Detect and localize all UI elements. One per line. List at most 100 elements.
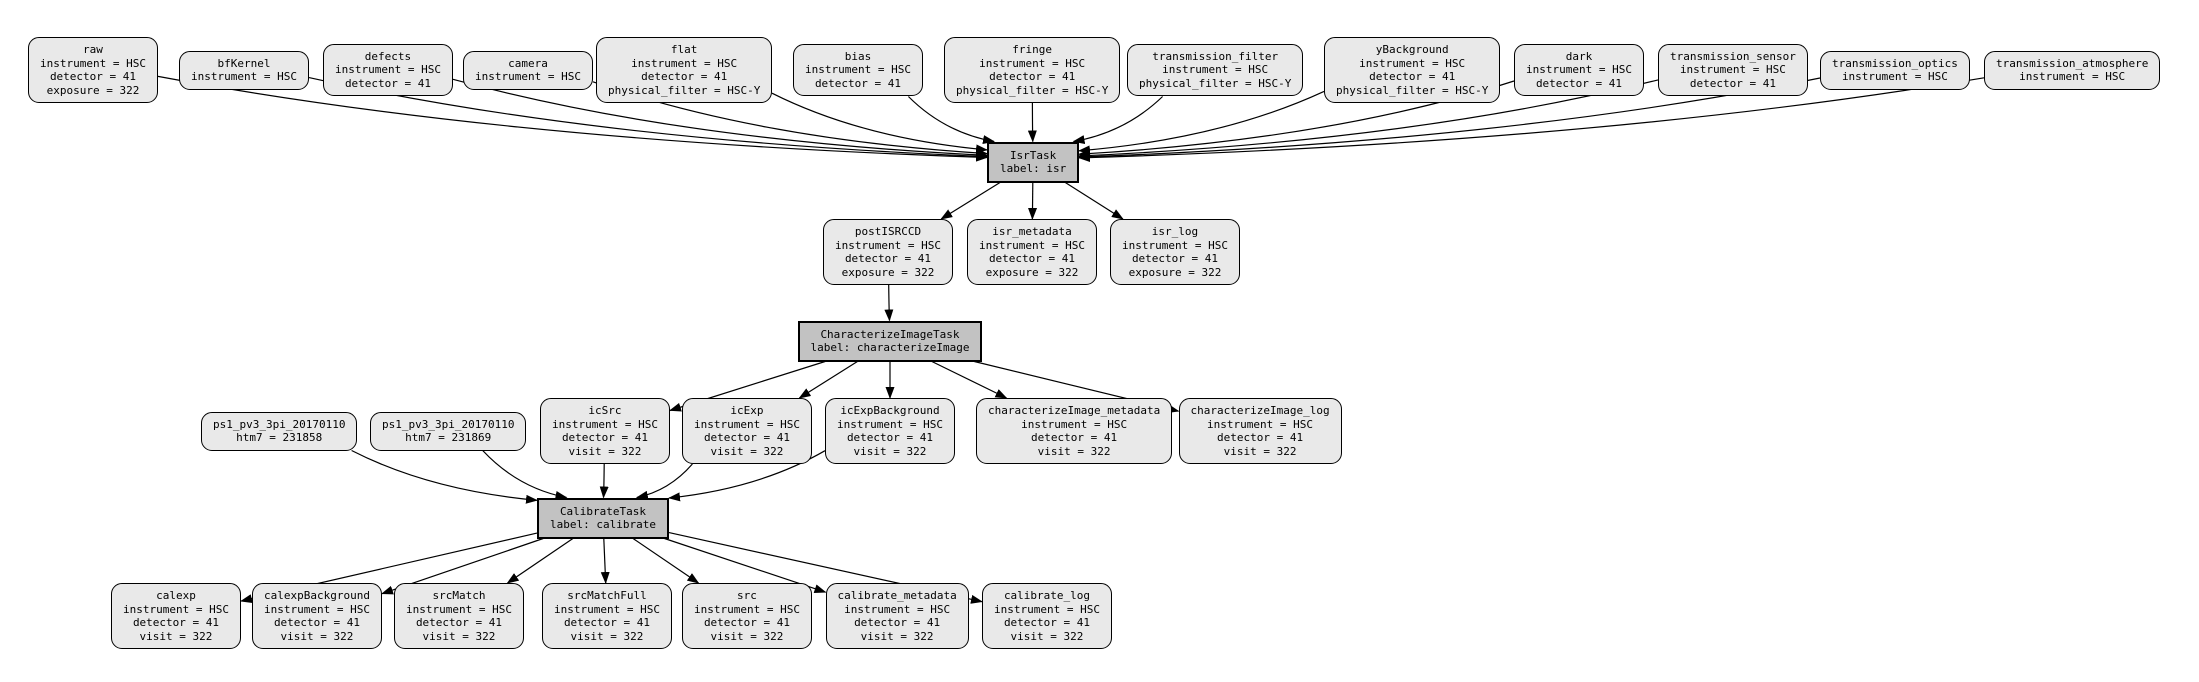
node-dimension: instrument = HSC	[264, 602, 370, 616]
edge-icExp-to-calibrate	[635, 463, 693, 500]
node-dimension: instrument = HSC	[805, 63, 911, 76]
node-dimension: instrument = HSC	[123, 602, 229, 616]
node-dimension: instrument = HSC	[979, 56, 1086, 70]
node-dimension: instrument = HSC	[554, 602, 660, 616]
node-title: flat	[670, 43, 698, 56]
edge-calibrate-to-srcMatchFull	[600, 538, 610, 584]
node-dimension: visit = 322	[570, 629, 644, 643]
edge-ps1_htm7_231858-to-calibrate	[351, 449, 538, 504]
edge-postISRCCD-to-characterizeImage	[884, 284, 894, 322]
node-dimension: instrument = HSC	[694, 602, 800, 616]
node-dimension: visit = 322	[1223, 444, 1297, 458]
edge-transmission_filter-to-isr	[1072, 96, 1164, 145]
node-dimension: exposure = 322	[985, 265, 1079, 279]
node-title: characterizeImage_metadata	[988, 404, 1161, 417]
node-dimension: instrument = HSC	[475, 70, 581, 83]
node-dimension: htm7 = 231858	[236, 431, 323, 444]
node-dimension: instrument = HSC	[994, 602, 1100, 616]
node-dimension: detector = 41	[703, 431, 791, 444]
edge-calibrate-to-src	[632, 538, 700, 584]
node-title: fringe	[1012, 43, 1053, 56]
node-title: defects	[364, 49, 412, 63]
node-dimension: physical_filter = HSC-Y	[1336, 83, 1489, 97]
edge-icSrc-to-calibrate	[599, 463, 609, 499]
node-dimension: instrument = HSC	[1526, 63, 1632, 76]
edge-yBackground-to-isr	[1078, 90, 1325, 155]
node-dimension: instrument = HSC	[552, 417, 658, 431]
node-dimension: instrument = HSC	[191, 70, 297, 83]
node-dimension: detector = 41	[132, 616, 220, 629]
node-dimension: detector = 41	[988, 252, 1076, 265]
node-dimension: detector = 41	[703, 616, 791, 629]
node-dimension: visit = 322	[139, 629, 213, 643]
edge-flat-to-isr	[771, 92, 988, 154]
node-dimension: exposure = 322	[46, 83, 140, 97]
node-dimension: detector = 41	[344, 76, 432, 90]
node-dimension: detector = 41	[1369, 70, 1456, 83]
node-title: src	[737, 589, 757, 602]
node-dimension: label: calibrate	[550, 518, 656, 531]
node-title: CharacterizeImageTask	[820, 327, 960, 341]
node-title: srcMatchFull	[567, 589, 647, 602]
node-title: ps1_pv3_3pi_20170110	[382, 417, 515, 431]
edge-raw-to-isr	[157, 75, 988, 162]
node-dimension: visit = 322	[1037, 444, 1111, 458]
node-dimension: visit = 322	[853, 444, 927, 458]
node-dimension: instrument = HSC	[1122, 238, 1228, 252]
node-title: icExp	[730, 404, 764, 417]
node-title: transmission_filter	[1152, 49, 1279, 63]
node-dimension: label: characterizeImage	[810, 341, 970, 354]
node-dimension: visit = 322	[710, 444, 784, 458]
node-title: calexpBackground	[264, 589, 370, 602]
node-dimension: instrument = HSC	[1162, 63, 1269, 76]
node-title: characterizeImage_log	[1190, 404, 1330, 417]
node-dimension: instrument = HSC	[694, 417, 800, 431]
node-dimension: detector = 41	[1003, 616, 1091, 629]
edge-transmission_atmosphere-to-isr	[1078, 77, 1985, 163]
node-dimension: instrument = HSC	[631, 56, 738, 70]
node-dimension: htm7 = 231869	[405, 431, 492, 444]
node-title: dark	[1565, 49, 1593, 63]
node-dimension: visit = 322	[710, 629, 784, 643]
node-title: calibrate_metadata	[837, 589, 957, 602]
node-dimension: instrument = HSC	[1679, 63, 1786, 76]
edge-isr-to-isr_log	[1064, 181, 1124, 220]
node-dimension: detector = 41	[1131, 252, 1219, 265]
node-dimension: instrument = HSC	[979, 238, 1085, 252]
node-title: postISRCCD	[854, 225, 922, 238]
node-dimension: visit = 322	[280, 629, 354, 643]
node-dimension: instrument = HSC	[1359, 56, 1466, 70]
node-dimension: instrument = HSC	[1021, 417, 1128, 431]
edge-bias-to-isr	[907, 96, 995, 144]
node-dimension: instrument = HSC	[1207, 417, 1314, 431]
node-dimension: detector = 41	[1535, 76, 1623, 90]
node-dimension: detector = 41	[273, 616, 361, 629]
node-title: raw	[83, 43, 103, 56]
node-dimension: instrument = HSC	[40, 56, 146, 70]
node-dimension: detector = 41	[846, 431, 934, 444]
node-title: srcMatch	[432, 589, 486, 602]
node-title: transmission_optics	[1832, 56, 1958, 70]
node-dimension: detector = 41	[844, 252, 932, 265]
node-dimension: detector = 41	[989, 70, 1076, 83]
